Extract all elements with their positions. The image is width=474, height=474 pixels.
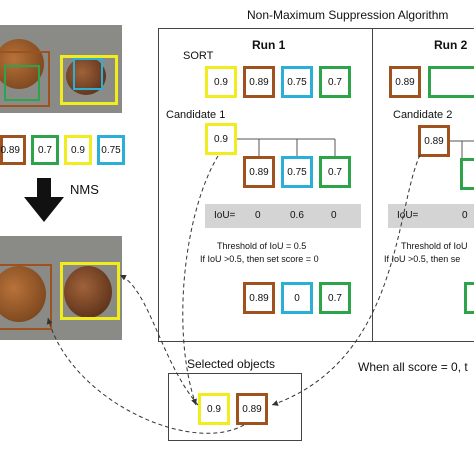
run1-sorted-score-yellow: 0.9 [205,66,237,98]
sort-label: SORT [183,50,214,62]
run1-iou-value-3: 0 [331,210,337,221]
footer-text: When all score = 0, t [358,360,468,374]
run2-threshold-line2: If IoU >0.5, then se [384,254,461,264]
run1-child-brown: 0.89 [243,156,275,188]
output-coin-left [0,266,46,322]
input-score-yellow: 0.9 [64,135,92,165]
output-box-brown [0,264,52,330]
detection-box-blue [73,58,103,90]
detection-box-yellow [60,55,118,105]
run2-result-green [464,282,474,314]
run1-threshold-line1: Threshold of IoU = 0.5 [217,241,307,251]
run1-result-green: 0.7 [319,282,351,314]
run1-child-blue: 0.75 [281,156,313,188]
coin-left [0,39,44,89]
run2-child-green [460,158,474,190]
detection-box-brown [0,51,50,107]
input-score-brown: 0.89 [0,135,26,165]
candidate2-box: 0.89 [418,125,450,157]
selected-score-yellow: 0.9 [198,393,230,425]
run1-child-green: 0.7 [319,156,351,188]
candidate1-box: 0.9 [205,123,237,155]
output-coin-right [64,266,112,318]
detection-box-green [4,65,40,101]
algorithm-title: Non-Maximum Suppression Algorithm [247,8,449,22]
run2-sorted-score-brown: 0.89 [389,66,421,98]
run1-result-brown: 0.89 [243,282,275,314]
run2-sorted-score-green [428,66,474,98]
run1-sorted-score-brown: 0.89 [243,66,275,98]
run2-iou-value: 0 [462,210,468,221]
candidate1-label: Candidate 1 [166,109,226,121]
output-box-yellow [60,262,120,320]
selected-label: Selected objects [187,357,276,371]
run2-title: Run 2 [434,38,468,52]
run2-threshold-line1: Threshold of IoU [401,241,468,251]
run1-iou-value-2: 0.6 [290,210,304,221]
run1-iou-value-1: 0 [255,210,261,221]
input-score-green: 0.7 [31,135,59,165]
nms-label: NMS [70,182,99,197]
run1-threshold-line2: If IoU >0.5, then set score = 0 [200,254,319,264]
run1-sorted-score-green: 0.7 [319,66,351,98]
input-score-blue: 0.75 [97,135,125,165]
input-image [0,25,122,113]
selected-score-brown: 0.89 [236,393,268,425]
run2-iou-label: IoU= [397,210,419,221]
run1-result-blue: 0 [281,282,313,314]
run1-title: Run 1 [252,38,286,52]
run-divider [372,28,373,342]
run1-sorted-score-blue: 0.75 [281,66,313,98]
output-image [0,236,122,340]
selected-frame [168,373,302,441]
run1-iou-label: IoU= [214,210,236,221]
candidate2-label: Candidate 2 [393,109,453,121]
